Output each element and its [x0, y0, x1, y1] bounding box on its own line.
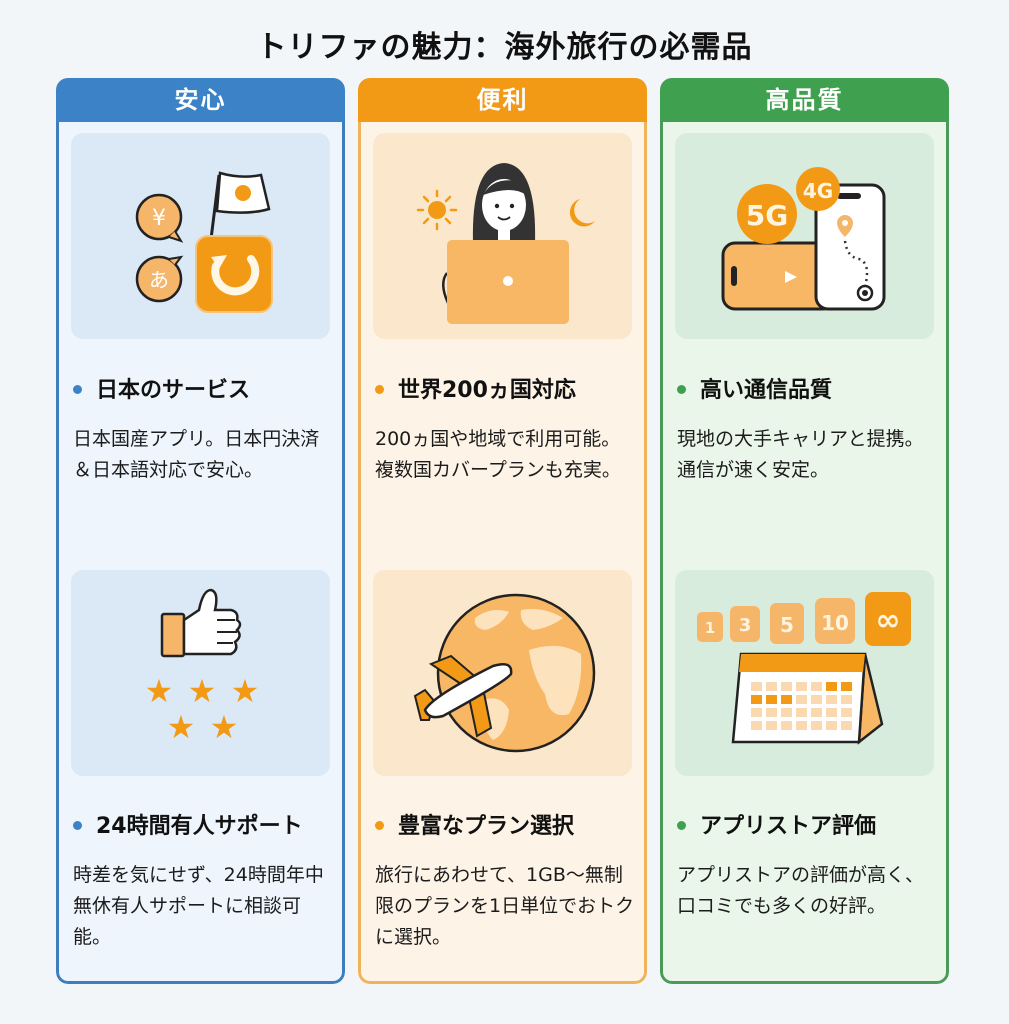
column-benri: 便利: [358, 78, 647, 984]
feature-title: 高い通信品質: [677, 372, 832, 404]
japan-flag-app-icon: ¥ あ: [135, 171, 273, 313]
bullet-dot: [73, 384, 82, 394]
bullet-dot: [677, 384, 686, 394]
svg-text:★: ★: [210, 708, 239, 746]
feature-description: 現地の大手キャリアと提携。通信が速く安定。: [677, 428, 924, 481]
svg-text:5G: 5G: [746, 199, 788, 232]
feature-description: 200ヵ国や地域で利用可能。複数国カバープランも充実。: [375, 428, 621, 481]
feature-description: 時差を気にせず、24時間年中無休有人サポートに相談可能。: [73, 864, 324, 948]
column-kouhinshitsu: 高品質 5G 4G 高: [660, 78, 949, 984]
svg-text:5: 5: [780, 613, 794, 637]
column-body: ¥ あ 日本のサービス 日本国産アプリ。日本円決済＆日本語対応で安心。: [56, 122, 345, 984]
woman-laptop-day-night-icon: [416, 163, 595, 324]
globe-airplane-icon: [413, 593, 596, 753]
page-title: トリファの魅力：海外旅行の必需品: [256, 30, 753, 65]
svg-text:★: ★: [188, 672, 217, 710]
feature-title: アプリストア評価: [677, 808, 876, 840]
svg-text:★: ★: [145, 672, 174, 710]
svg-text:★: ★: [167, 708, 196, 746]
feature-title: 豊富なプラン選択: [375, 808, 574, 840]
smartphones-5g-4g-icon: 5G 4G: [721, 167, 886, 311]
feature-title: 24時間有人サポート: [73, 808, 303, 840]
svg-text:∞: ∞: [876, 603, 901, 638]
feature-description: 旅行にあわせて、1GB〜無制限のプランを1日単位でおトクに選択。: [375, 864, 635, 948]
svg-text:4G: 4G: [803, 179, 833, 203]
illustration-panel: 5G 4G: [675, 133, 934, 339]
column-header: 安心: [56, 78, 345, 122]
bullet-dot: [73, 820, 82, 830]
column-header: 高品質: [660, 78, 949, 122]
svg-text:あ: あ: [149, 268, 169, 292]
svg-text:3: 3: [739, 615, 752, 636]
illustration-panel: ★ ★ ★ ★ ★: [71, 570, 330, 776]
column-header: 便利: [358, 78, 647, 122]
column-body: 世界200ヵ国対応 200ヵ国や地域で利用可能。複数国カバープランも充実。 豊富…: [358, 122, 647, 984]
feature-title: 日本のサービス: [73, 372, 250, 404]
bullet-dot: [375, 820, 384, 830]
bullet-dot: [677, 820, 686, 830]
svg-text:★: ★: [231, 672, 260, 710]
feature-title: 世界200ヵ国対応: [375, 372, 576, 404]
illustration-panel: 1 3 5 10 ∞: [675, 570, 934, 776]
svg-text:¥: ¥: [152, 206, 166, 231]
column-anshin: 安心 ¥ あ 日本のサービス: [56, 78, 345, 984]
svg-text:10: 10: [821, 611, 849, 635]
illustration-panel: ¥ あ: [71, 133, 330, 339]
illustration-panel: [373, 570, 632, 776]
feature-description: アプリストアの評価が高く、口コミでも多くの好評。: [677, 864, 925, 917]
svg-text:1: 1: [705, 619, 715, 637]
calendar-plan-days-icon: 1 3 5 10 ∞: [697, 592, 911, 745]
feature-description: 日本国産アプリ。日本円決済＆日本語対応で安心。: [73, 428, 320, 481]
column-body: 5G 4G 高い通信品質 現地の大手キャリアと提携。通信が速く安定。 1 3 5…: [660, 122, 949, 984]
thumbs-up-stars-icon: ★ ★ ★ ★ ★: [145, 588, 260, 746]
bullet-dot: [375, 384, 384, 394]
illustration-panel: [373, 133, 632, 339]
